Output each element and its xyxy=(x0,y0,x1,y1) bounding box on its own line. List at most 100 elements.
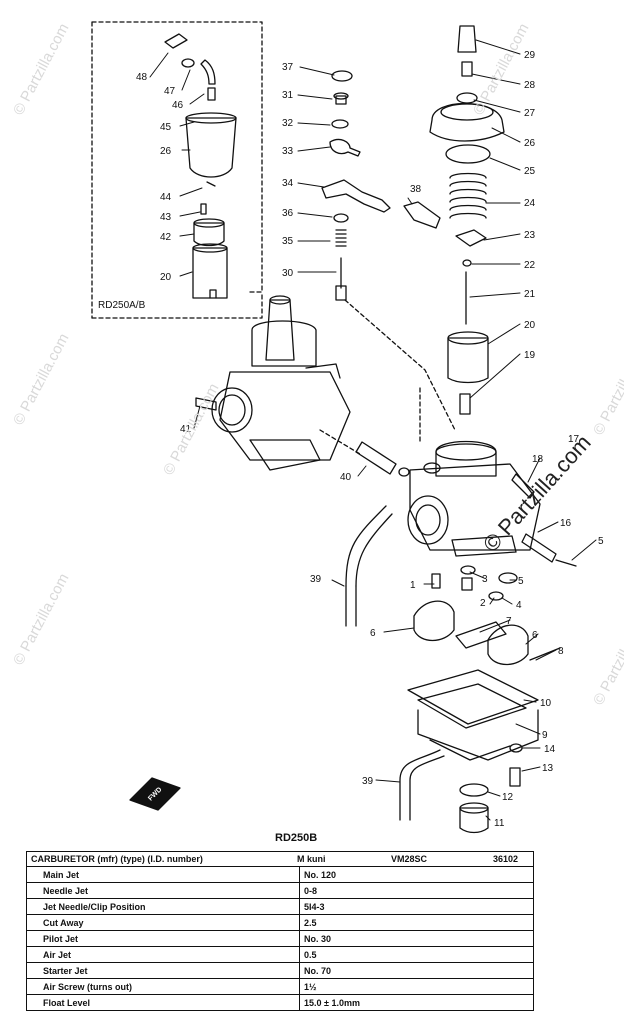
callout-number: 42 xyxy=(160,232,172,243)
spec-row-value: 5I4-3 xyxy=(299,898,534,915)
callout-number: 14 xyxy=(544,744,556,755)
callout-number: 39 xyxy=(362,776,374,787)
callout-numbers: 4847464526444342203731323334383635302928… xyxy=(136,50,604,829)
callout-number: 37 xyxy=(282,62,294,73)
callout-number: 38 xyxy=(410,184,422,195)
callout-number: 9 xyxy=(542,730,548,741)
spec-header-label: CARBURETOR (mfr) (type) (I.D. number) xyxy=(31,854,203,864)
spec-row-label: Air Screw (turns out) xyxy=(26,978,300,995)
variant-label: RD250A/B xyxy=(98,300,146,311)
callout-number: 43 xyxy=(160,212,172,223)
callout-number: 48 xyxy=(136,72,148,83)
spec-row-value: 0-8 xyxy=(299,882,534,899)
callout-number: 31 xyxy=(282,90,294,101)
callout-number: 6 xyxy=(370,628,376,639)
callout-number: 25 xyxy=(524,166,536,177)
callout-number: 8 xyxy=(558,646,564,657)
spec-title: RD250B xyxy=(275,832,318,844)
callout-number: 34 xyxy=(282,178,294,189)
callout-number: 19 xyxy=(524,350,536,361)
callout-number: 7 xyxy=(506,616,512,627)
spec-row-label: Main Jet xyxy=(26,866,300,883)
callout-number: 1 xyxy=(410,580,416,591)
leader-lines xyxy=(149,39,597,821)
callout-number: 33 xyxy=(282,146,294,157)
variant-inset-frame xyxy=(91,21,263,319)
linkage-parts xyxy=(321,70,441,301)
spec-header-type: VM28SC xyxy=(391,854,428,864)
callout-number: 10 xyxy=(540,698,552,709)
callout-number: 23 xyxy=(524,230,536,241)
spec-header: CARBURETOR (mfr) (type) (I.D. number) M … xyxy=(26,851,534,867)
callout-number: 22 xyxy=(524,260,536,271)
callout-number: 28 xyxy=(524,80,536,91)
spec-row-value: No. 70 xyxy=(299,962,534,979)
callout-number: 18 xyxy=(532,454,544,465)
float-chamber xyxy=(407,600,561,834)
spec-row-value: No. 120 xyxy=(299,866,534,883)
callout-number: 2 xyxy=(480,598,486,609)
callout-number: 32 xyxy=(282,118,294,129)
callout-number: 45 xyxy=(160,122,172,133)
callout-number: 13 xyxy=(542,763,554,774)
callout-number: 21 xyxy=(524,289,536,300)
callout-number: 26 xyxy=(160,146,172,157)
spec-row-value: 2.5 xyxy=(299,914,534,931)
callout-number: 5 xyxy=(518,576,524,587)
callout-number: 20 xyxy=(524,320,536,331)
callout-number: 26 xyxy=(524,138,536,149)
callout-number: 40 xyxy=(340,472,352,483)
callout-number: 17 xyxy=(568,434,580,445)
callout-number: 47 xyxy=(164,86,176,97)
spec-row-label: Pilot Jet xyxy=(26,930,300,947)
spec-row-value: 1½ xyxy=(299,978,534,995)
callout-number: 29 xyxy=(524,50,536,61)
slide-assembly xyxy=(429,25,505,415)
spec-row-label: Float Level xyxy=(26,994,300,1011)
carburetor-body-main xyxy=(355,440,577,567)
spec-header-mfr: M kuni xyxy=(297,854,326,864)
callout-number: 20 xyxy=(160,272,172,283)
callout-number: 36 xyxy=(282,208,294,219)
callout-number: 46 xyxy=(172,100,184,111)
callout-number: 12 xyxy=(502,792,514,803)
callout-number: 4 xyxy=(516,600,522,611)
spec-row-label: Air Jet xyxy=(26,946,300,963)
spec-row-label: Cut Away xyxy=(26,914,300,931)
callout-number: 5 xyxy=(598,536,604,547)
callout-number: 30 xyxy=(282,268,294,279)
fwd-arrow-icon xyxy=(129,777,181,811)
inset-parts xyxy=(164,33,237,299)
spec-row-label: Jet Needle/Clip Position xyxy=(26,898,300,915)
callout-number: 3 xyxy=(482,574,488,585)
spec-row-label: Needle Jet xyxy=(26,882,300,899)
tubes xyxy=(345,505,445,821)
callout-number: 11 xyxy=(494,818,505,829)
spec-row-value: 15.0 ± 1.0mm xyxy=(299,994,534,1011)
assembly-guides xyxy=(319,299,456,455)
callout-number: 27 xyxy=(524,108,536,119)
spec-row-label: Starter Jet xyxy=(26,962,300,979)
spec-header-id: 36102 xyxy=(493,854,519,864)
spec-row-value: No. 30 xyxy=(299,930,534,947)
callout-number: 41 xyxy=(180,424,192,435)
carburetor-body-left xyxy=(195,295,351,471)
callout-number: 39 xyxy=(310,574,322,585)
callout-number: 44 xyxy=(160,192,172,203)
callout-number: 24 xyxy=(524,198,536,209)
callout-number: 16 xyxy=(560,518,572,529)
spec-row: Air Screw (turns out)1½ xyxy=(26,978,534,995)
spec-row-value: 0.5 xyxy=(299,946,534,963)
callout-number: 35 xyxy=(282,236,294,247)
callout-number: 6 xyxy=(532,630,538,641)
